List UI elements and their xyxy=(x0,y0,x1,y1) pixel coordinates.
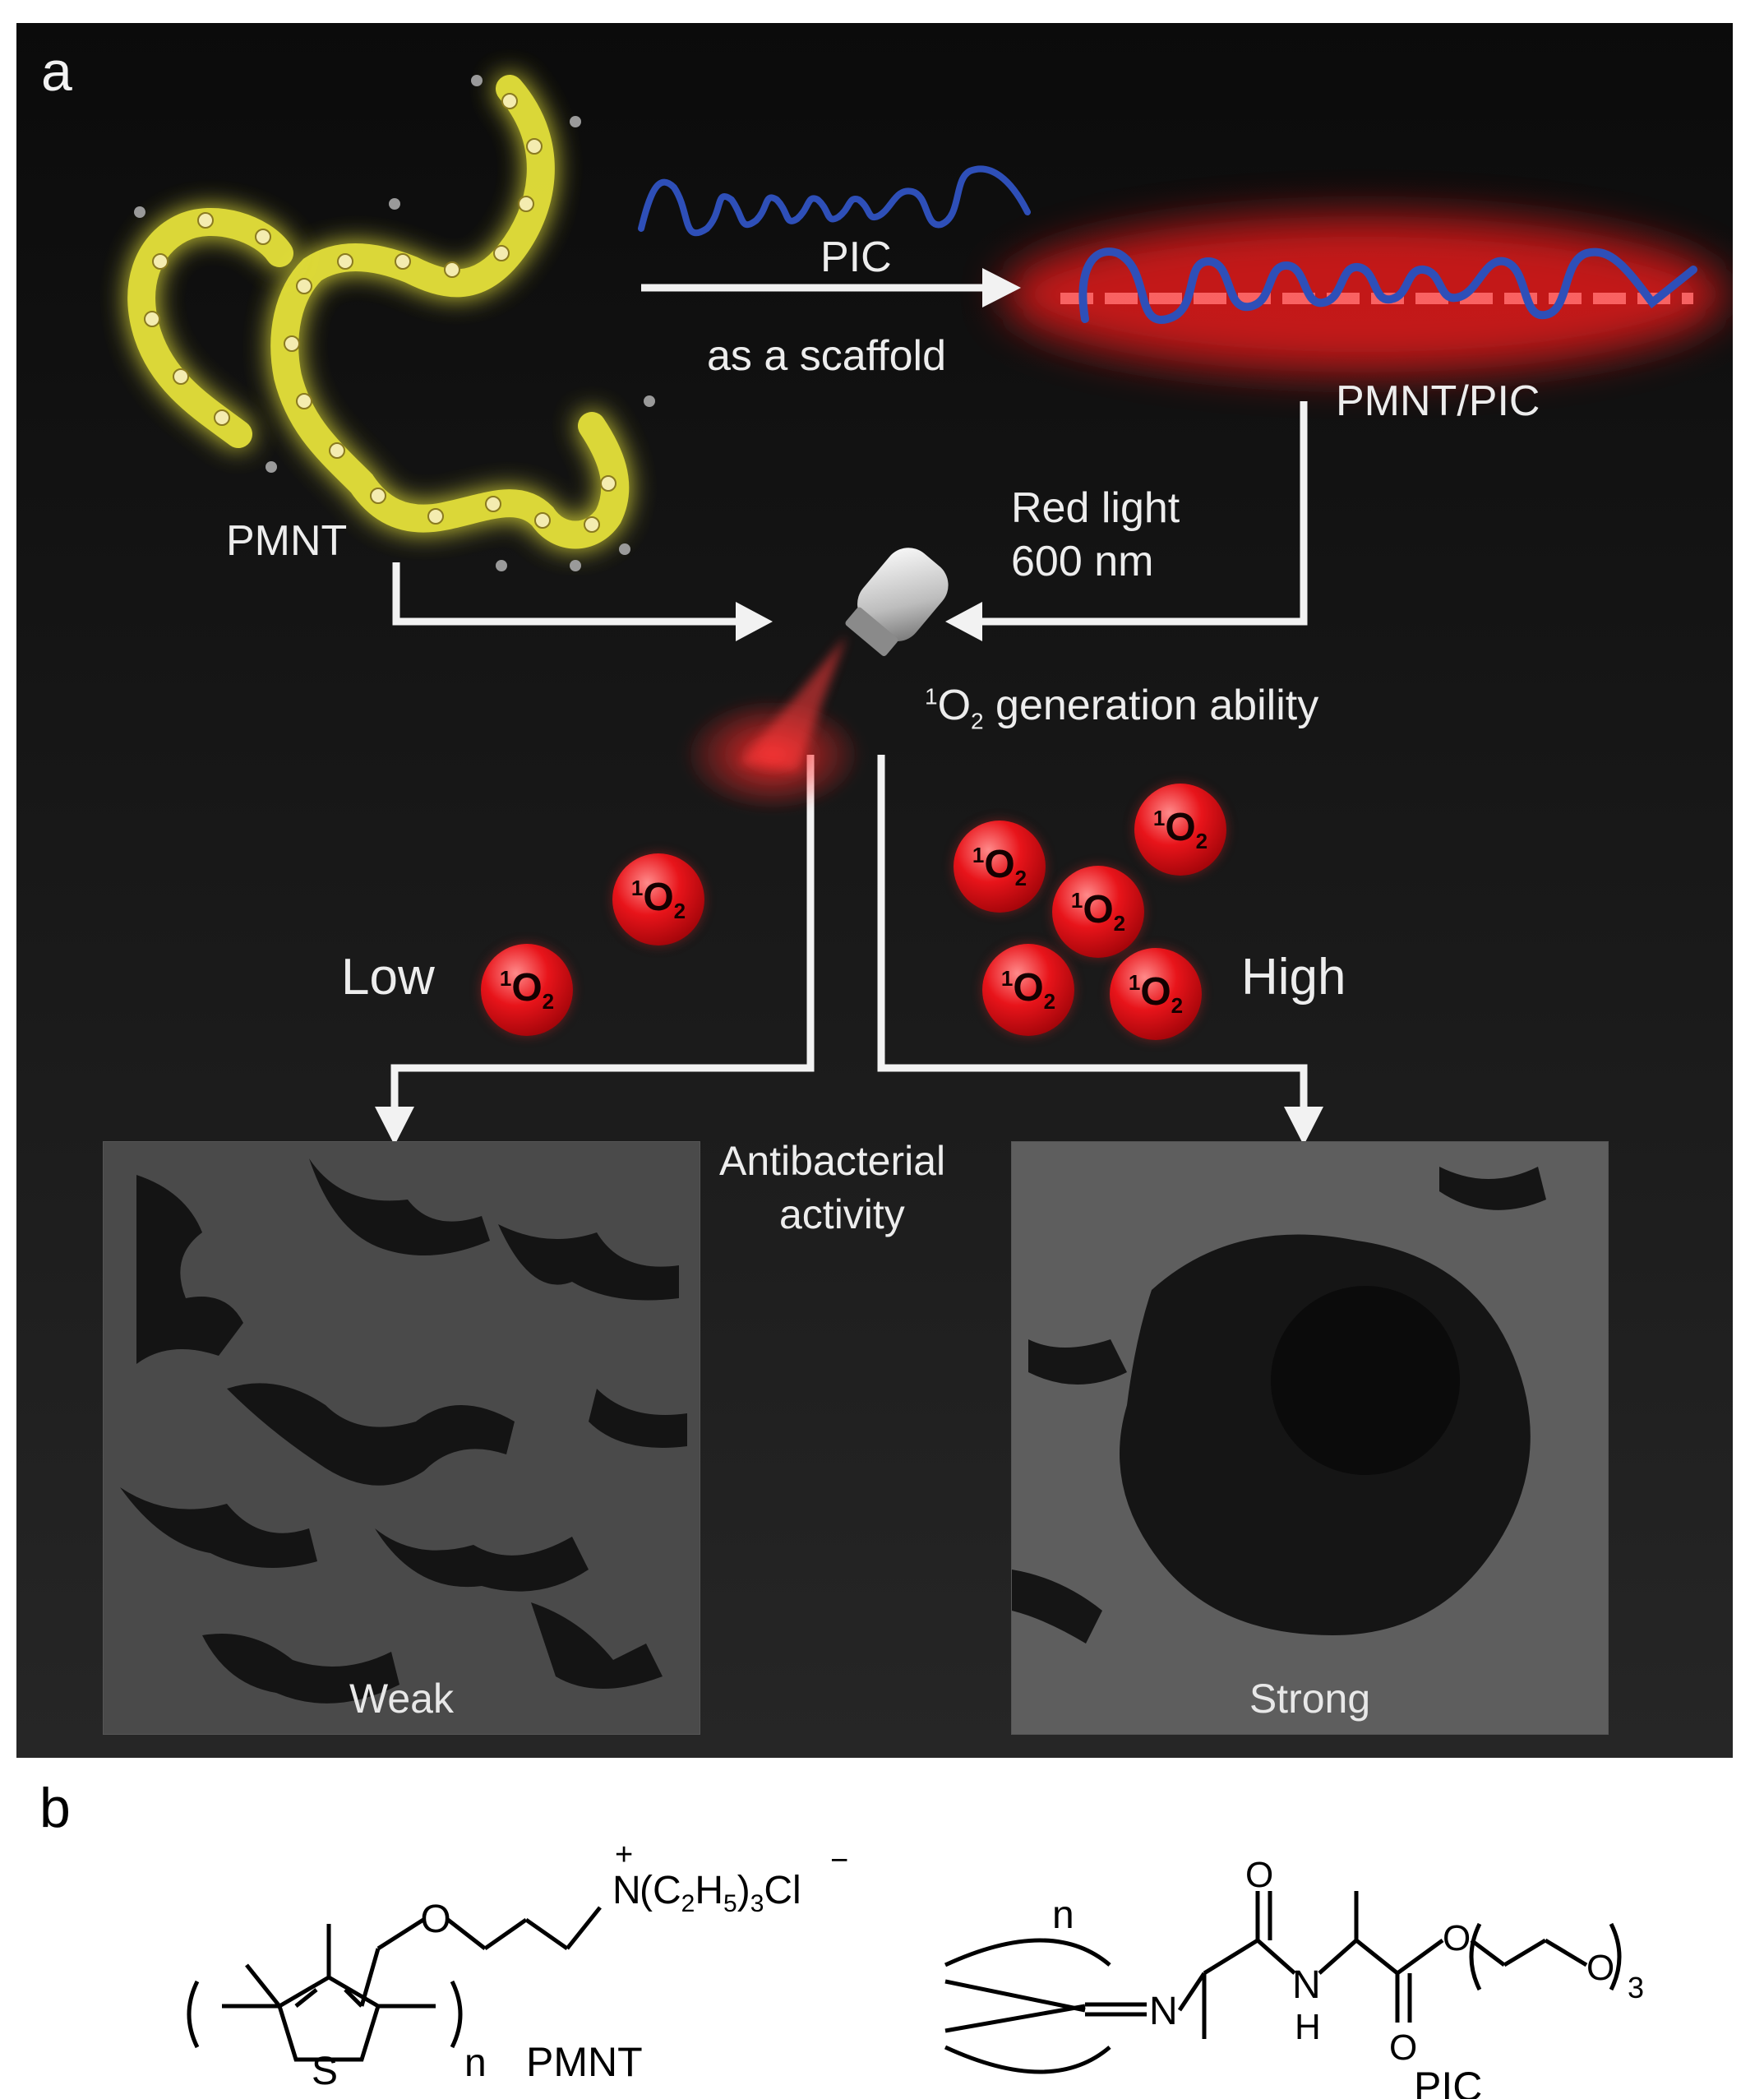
generation-ability-label: 1O2 generation ability xyxy=(925,682,1319,734)
singlet-oxygen-sphere: 1O2 xyxy=(954,821,1046,913)
high-label: High xyxy=(1241,949,1346,1006)
pmnt-nitrogen: N xyxy=(612,1869,641,1912)
red-light-cone xyxy=(740,636,847,771)
singlet-oxygen-sphere: 1O2 xyxy=(1134,784,1226,876)
pic-amide-nitrogen: N xyxy=(1292,1963,1321,2007)
pmnt-structure xyxy=(187,1906,602,2062)
red-light-label: Red light xyxy=(1011,484,1180,532)
pic-amide-oxygen: O xyxy=(1245,1855,1273,1895)
pic-name: PIC xyxy=(1414,2064,1482,2099)
arrow-heads xyxy=(375,268,1323,1145)
micrograph-strong: Strong xyxy=(1011,1141,1609,1735)
pic-repeat-count: 3 xyxy=(1628,1971,1644,2004)
pic-ester-oxygen: O xyxy=(1443,1918,1471,1958)
complex-label: PMNT/PIC xyxy=(1336,377,1540,425)
complex-red-glow xyxy=(1003,216,1726,372)
pic-amide-hydrogen: H xyxy=(1295,2007,1321,2047)
pic-imine-nitrogen: N xyxy=(1149,1990,1178,2033)
panel-a-scheme: a xyxy=(16,23,1733,1758)
pmnt-label: PMNT xyxy=(226,517,348,565)
antibacterial-label-line2: activity xyxy=(779,1191,905,1237)
complex-helix xyxy=(1078,247,1697,324)
pmnt-repeat-n: n xyxy=(464,2041,487,2085)
flow-arrows xyxy=(390,284,1308,1108)
wavelength-label: 600 nm xyxy=(1011,538,1154,585)
scaffold-label: as a scaffold xyxy=(707,332,947,380)
low-label: Low xyxy=(341,949,435,1006)
singlet-oxygen-sphere: 1O2 xyxy=(1052,866,1144,958)
pmnt-sulfur: S xyxy=(312,2050,338,2093)
panel-letter-b: b xyxy=(39,1777,71,1839)
pmnt-polymer-coil xyxy=(127,75,655,571)
pmnt-name: PMNT xyxy=(526,2039,643,2085)
pic-repeat-n: n xyxy=(1052,1893,1074,1937)
pmnt-cation-charge: + xyxy=(615,1838,633,1872)
scheme-artwork xyxy=(127,75,1726,1145)
singlet-oxygen-sphere: 1O2 xyxy=(481,944,573,1036)
panel-letter-a: a xyxy=(41,40,72,103)
singlet-oxygen-sphere: 1O2 xyxy=(612,853,704,945)
pic-structure xyxy=(944,1891,1622,2074)
antibacterial-label-line1: Antibacterial xyxy=(719,1138,946,1184)
singlet-oxygen-sphere: 1O2 xyxy=(982,944,1074,1036)
pmnt-side-chain: (C2H5)3Cl xyxy=(640,1869,801,1917)
strong-label: Strong xyxy=(1249,1676,1371,1722)
micrograph-weak: Weak xyxy=(103,1141,700,1735)
pmnt-anion-charge: − xyxy=(830,1843,848,1878)
weak-label: Weak xyxy=(349,1676,454,1722)
singlet-oxygen-sphere: 1O2 xyxy=(1110,948,1202,1040)
pic-helix xyxy=(638,165,1031,237)
pic-ester-carbonyl-oxygen: O xyxy=(1389,2027,1417,2068)
panel-b-structures: b S O N + (C2H5)3Cl − n PMNT xyxy=(0,1759,1764,2099)
light-source-icon xyxy=(845,548,949,656)
pic-label: PIC xyxy=(820,233,892,281)
chemical-structures: S O N + (C2H5)3Cl − n PMNT xyxy=(187,1838,1644,2099)
pmnt-oxygen: O xyxy=(420,1898,450,1941)
pic-ether-oxygen: O xyxy=(1586,1948,1614,1988)
